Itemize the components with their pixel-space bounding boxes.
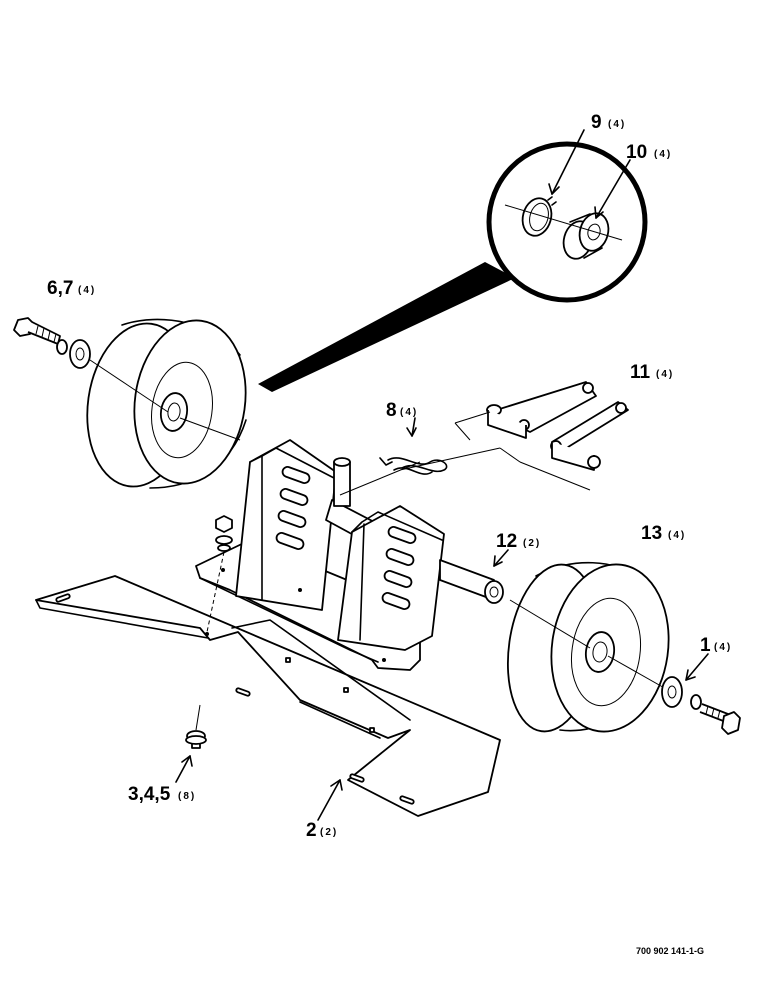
callout-12: 12 (2) [496,531,541,552]
svg-text:6,7: 6,7 [47,278,73,299]
callout-10: 10 (4) [626,142,672,163]
nut-washer-stack [206,515,233,633]
svg-text:10: 10 [626,142,647,163]
svg-text:11: 11 [630,362,651,383]
svg-text:(4): (4) [78,285,96,296]
callout-3-4-5: 3,4,5 (8) [128,784,196,805]
svg-text:(2): (2) [320,827,338,838]
callout-2: 2 (2) [306,820,338,841]
svg-text:(4): (4) [400,407,418,418]
svg-text:(4): (4) [714,642,732,653]
detail-leader-wedge [258,262,515,392]
callout-11: 11 (4) [630,362,674,383]
hitch-pins [339,381,629,496]
callout-labels: 9 (4) 10 (4) 6,7 (4) 8 (4) 11 (4) 12 (2)… [47,112,732,841]
spindle-frame [195,439,445,671]
upright-slots-right [381,526,417,610]
detail-circle [258,141,648,392]
svg-text:(8): (8) [178,791,196,802]
svg-text:(4): (4) [656,369,674,380]
hair-pin [379,457,448,475]
svg-text:(4): (4) [608,119,626,130]
callout-8: 8 (4) [386,400,418,421]
carriage-bolt [185,704,207,749]
leader-lines [175,129,709,821]
svg-text:13: 13 [641,523,662,544]
wheel-right [506,561,670,733]
svg-text:(2): (2) [523,538,541,549]
deflector-plate [35,575,501,817]
bolt-washer-left [13,317,241,441]
callout-1: 1 (4) [700,635,732,656]
callout-6-7: 6,7 (4) [47,278,96,299]
drawing-number: 700 902 141-1-G [636,946,704,956]
wheel-left [86,318,253,490]
svg-text:8: 8 [386,400,397,421]
bolt-washer-right [661,676,741,735]
svg-text:(4): (4) [668,530,686,541]
svg-text:3,4,5: 3,4,5 [128,784,171,805]
svg-text:12: 12 [496,531,517,552]
svg-text:9: 9 [591,112,602,133]
svg-text:(4): (4) [654,149,672,160]
svg-text:1: 1 [700,635,711,656]
callout-9: 9 (4) [591,112,626,133]
callout-13: 13 (4) [641,523,686,544]
svg-text:2: 2 [306,820,317,841]
upright-slots-left [275,466,311,550]
axle-spindle [439,559,504,604]
snap-ring-part [521,196,557,237]
